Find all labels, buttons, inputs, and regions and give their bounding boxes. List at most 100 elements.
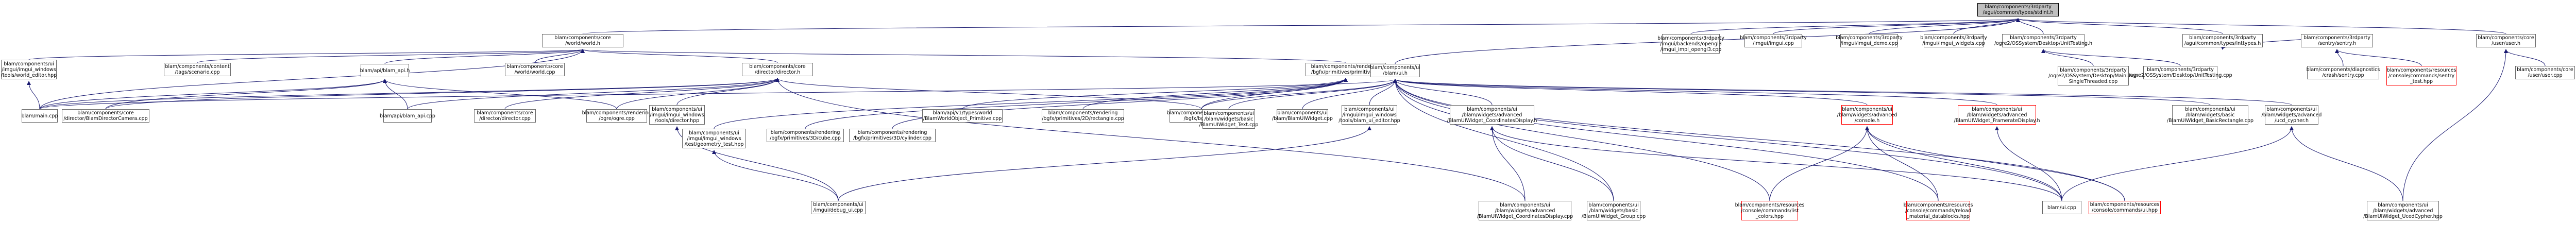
node-label-line: /sentry/sentry.h [2317, 41, 2357, 46]
node-label-line: blam/components/3rdparty [2303, 35, 2370, 41]
graph-node-n9[interactable]: blam/components/core/director/BlamDirect… [62, 109, 149, 123]
node-label-line: /imgui/backends/opengl3 [1660, 41, 1722, 47]
node-label-line: /console/commands/sentry [2388, 73, 2455, 79]
node-label-line: blam/components/3rdparty [1740, 35, 1807, 41]
graph-edge [1082, 78, 1348, 110]
node-label-line: /imgui/imgui.cpp [1753, 41, 1794, 46]
node-label-line: SingleThreaded.cpp [2069, 78, 2118, 84]
graph-edge [805, 78, 1348, 129]
graph-node-n45[interactable]: blam/components/3rdparty/sentry/sentry.h [2301, 34, 2373, 47]
graph-node-n4[interactable]: blam/api/blam_api.h [360, 64, 410, 77]
graph-node-n22[interactable]: blam/components/ui/blam/widgets/basic/Bl… [1199, 109, 1258, 129]
graph-edge [676, 78, 779, 106]
graph-edge [105, 79, 387, 110]
graph-node-n8[interactable]: blam/main.cpp [22, 109, 58, 123]
node-label-line: blam/components/3rdparty [2147, 67, 2214, 73]
graph-node-n33[interactable]: blam/components/resources/console/comman… [2089, 201, 2161, 214]
graph-node-n21[interactable]: blam/components/ui/blam/ui.h [1370, 64, 1420, 77]
node-label-line: blam/components/rendering [1311, 64, 1381, 70]
graph-node-n42[interactable]: blam/components/3rdparty/ogre2/OSSystem/… [2048, 66, 2138, 85]
graph-node-n12[interactable]: blam/components/rendering/ogre/ogre.cpp [582, 109, 651, 123]
graph-node-n3[interactable]: blam/components/content/tags/scenario.cp… [164, 63, 231, 76]
graph-node-n37[interactable]: blam/components/3rdparty/imgui/backends/… [1657, 34, 1724, 54]
graph-node-n6[interactable]: blam/components/core/director/director.h [742, 63, 813, 76]
node-label-line: /imgui/imgui_windows [1342, 112, 1397, 118]
graph-edge [1769, 126, 1869, 201]
graph-node-n41[interactable]: blam/components/3rdparty/ogre2/OSSystem/… [1994, 34, 2092, 47]
graph-node-n39[interactable]: blam/components/3rdparty/imgui/imgui_dem… [1836, 34, 1903, 47]
graph-node-n2[interactable]: blam/components/ui/imgui/imgui_windows/t… [1, 60, 57, 79]
node-label-line: /console.h [1854, 117, 1880, 124]
node-label-line: /imgui/imgui_demo.cpp [1840, 41, 1898, 46]
graph-node-n13[interactable]: blam/components/ui/imgui/imgui_windows/t… [649, 105, 705, 125]
node-label-line: blam/ui.cpp [2047, 204, 2076, 211]
graph-node-n1[interactable]: blam/components/core/world/world.h [542, 34, 623, 47]
graph-edge [1490, 126, 2062, 201]
node-label-line: blam/components/ui [1842, 106, 1892, 112]
graph-node-n5[interactable]: blam/components/core/world/world.cpp [505, 63, 565, 76]
graph-node-n34[interactable]: blam/components/ui/blam/widgets/basic/Bl… [2167, 105, 2253, 125]
graph-node-n30[interactable]: blam/components/resources/console/comman… [1904, 201, 1973, 220]
graph-node-n40[interactable]: blam/components/3rdparty/imgui/imgui_wid… [1920, 34, 1987, 47]
graph-node-n48[interactable]: blam/components/core/user/user.h [2476, 34, 2536, 47]
graph-node-n44[interactable]: blam/components/3rdparty/agui/common/typ… [2182, 34, 2263, 47]
graph-node-n49[interactable]: blam/components/core/user/user.cpp [2515, 66, 2575, 79]
node-label-line: _colors.hpp [1755, 213, 1784, 219]
graph-node-n38[interactable]: blam/components/3rdparty/imgui/imgui.cpp [1740, 34, 1807, 47]
node-label-line: blam/main.cpp [21, 113, 58, 119]
node-label-line: /blam/widgets/basic [1204, 116, 1253, 122]
node-label-line: /bgfx/primitives/3D/cube.cpp [770, 135, 841, 141]
graph-node-n17[interactable]: blam/api/v1/types/world/BlamWorldObject_… [922, 109, 1003, 123]
graph-node-n28[interactable]: blam/components/resources/console/comman… [1735, 201, 1804, 220]
node-label-line: /blam/BlamUIWidget.cpp [1272, 116, 1333, 122]
node-label-line: blam/components/3rdparty [1985, 4, 2052, 10]
graph-edge [2402, 49, 2508, 201]
graph-node-n43[interactable]: blam/components/3rdparty/ogre2/OSSystem/… [2128, 66, 2232, 79]
node-label-line: /tools/director.hpp [654, 117, 700, 124]
graph-node-n25[interactable]: blam/components/ui/blam/widgets/advanced… [1447, 105, 1537, 125]
graph-node-n24[interactable]: blam/components/ui/imgui/imgui_windows/t… [1338, 105, 1400, 125]
node-label-line: blam/api/v1/types/world [933, 110, 992, 116]
graph-node-n32[interactable]: blam/ui.cpp [2042, 201, 2081, 214]
graph-node-n27[interactable]: blam/components/ui/blam/widgets/basic/Bl… [1582, 201, 1646, 220]
node-label-line: /blam/widgets/advanced [1837, 112, 1897, 118]
graph-node-n20[interactable]: blam/components/ui/imgui/debug_ui.cpp [811, 201, 866, 214]
node-label-line: /imgui/imgui_windows [687, 135, 741, 142]
graph-node-n47[interactable]: blam/components/resources/console/comman… [2386, 66, 2456, 85]
node-label-line: blam/components/ui [689, 130, 739, 136]
graph-edge [384, 49, 585, 64]
node-label-line: blam/components/core [2517, 67, 2573, 73]
node-label-line: /director/director.cpp [479, 116, 531, 122]
node-label-line: /imgui/imgui_windows [650, 112, 704, 118]
graph-node-n14[interactable]: blam/components/ui/imgui/imgui_windows/t… [682, 129, 746, 148]
node-label-line: /BlamUIWidget_FramerateDisplay.h [1954, 117, 2040, 124]
graph-node-n46[interactable]: blam/components/diagnostics/crash/sentry… [2307, 66, 2380, 79]
node-label-line: /blam/widgets/advanced [1462, 112, 1522, 118]
graph-node-n35[interactable]: blam/components/ui/blam/widgets/advanced… [2262, 105, 2321, 125]
graph-node-n10[interactable]: blam/api/blam_api.cpp [380, 109, 435, 123]
graph-edge [1953, 18, 2020, 35]
graph-node-n36[interactable]: blam/components/ui/blam/widgets/advanced… [2363, 201, 2443, 220]
graph-edge [39, 49, 585, 110]
graph-node-n23[interactable]: blam/components/ui/blam/BlamUIWidget.cpp [1272, 109, 1333, 123]
graph-node-n31[interactable]: blam/components/ui/blam/widgets/advanced… [1954, 105, 2040, 125]
graph-edge [1393, 79, 1614, 201]
graph-node-n11[interactable]: blam/components/core/director/director.c… [474, 109, 536, 123]
graph-node-n26[interactable]: blam/components/ui/blam/widgets/advanced… [1477, 201, 1573, 220]
node-label-line: /imgui/imgui_widgets.cpp [1922, 41, 1985, 46]
graph-edge [581, 49, 778, 63]
node-label-line: /test/geometry_test.hpp [684, 141, 744, 147]
node-label-line: blam/api/blam_api.h [360, 67, 410, 74]
graph-edge [1865, 126, 1939, 201]
graph-edge [714, 78, 1348, 129]
graph-edge [2290, 126, 2403, 201]
graph-edge [1369, 79, 1397, 106]
graph-node-n18[interactable]: blam/components/rendering/bgfx/primitive… [1042, 109, 1124, 123]
graph-edge [1302, 79, 1397, 110]
graph-node-n16[interactable]: blam/components/rendering/bgfx/primitive… [849, 129, 936, 142]
graph-node-n29[interactable]: blam/components/ui/blam/widgets/advanced… [1837, 105, 1897, 125]
graph-edge [1690, 18, 2020, 35]
graph-node-n15[interactable]: blam/components/rendering/bgfx/primitive… [767, 129, 844, 142]
